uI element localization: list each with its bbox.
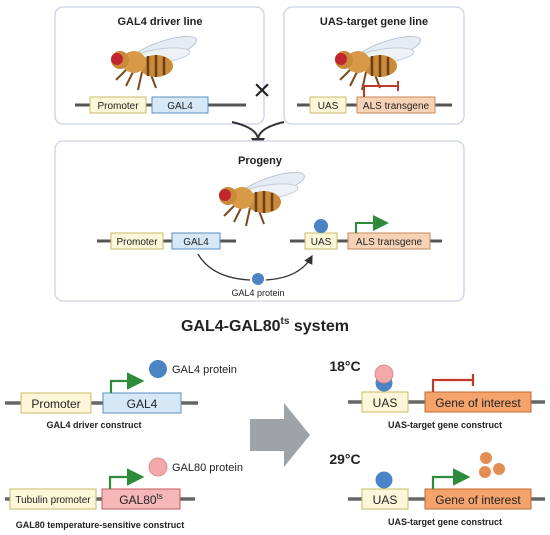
uas-label: UAS (318, 101, 339, 112)
gal80-protein-label: GAL80 protein (172, 462, 243, 474)
repression-icon (363, 81, 399, 97)
als-transgene-box (347, 232, 431, 250)
flow-arrow-icon (265, 254, 313, 281)
gal4-box (171, 232, 221, 250)
uas-target-construct-caption: UAS-target gene construct (388, 517, 502, 527)
gal4-driver-construct-caption: GAL4 driver construct (46, 420, 141, 430)
cross-icon: × (253, 74, 271, 107)
tubulin-promoter-label: Tubulin promoter (15, 495, 91, 506)
gal4-driver-line-title: GAL4 driver line (118, 16, 203, 28)
expressed-protein-icon (493, 463, 505, 475)
temp-18c-label: 18°C (329, 358, 360, 374)
gal4-protein-label: GAL4 protein (231, 288, 284, 298)
gal80-protein-icon (374, 364, 394, 384)
system-title: GAL4-GAL80ts system (181, 316, 349, 335)
promoter-label: Promoter (31, 397, 80, 411)
gene-of-interest-box (424, 391, 532, 413)
uas-target-construct-caption: UAS-target gene construct (388, 420, 502, 430)
gal4-protein-icon (375, 471, 393, 489)
promoter-label: Promoter (97, 101, 139, 112)
als-transgene-label: ALS transgene (363, 101, 430, 112)
expression-arrow-icon (431, 468, 471, 489)
promoter-box (110, 232, 164, 250)
promoter-label: Promoter (116, 237, 158, 248)
promoter-box (20, 392, 92, 414)
gal4-protein-label: GAL4 protein (172, 364, 237, 376)
uas-label: UAS (311, 237, 332, 248)
uas-label: UAS (373, 396, 398, 410)
uas-label: UAS (373, 493, 398, 507)
gal4-protein-icon (149, 360, 167, 378)
progeny-panel (54, 140, 465, 302)
expressed-protein-icon (479, 466, 491, 478)
expression-arrow-icon (355, 215, 389, 233)
flow-arrow-icon (197, 253, 251, 281)
tubulin-promoter-box (9, 488, 97, 510)
gal80ts-box (101, 488, 181, 510)
right-arrow-icon (250, 403, 310, 467)
gal4-protein-icon (314, 219, 328, 233)
gal4-box (151, 96, 209, 114)
gal80-protein-icon (148, 457, 168, 477)
temp-29c-label: 29°C (329, 451, 360, 467)
gal4-label: GAL4 (127, 397, 158, 411)
gal4-box (102, 392, 182, 414)
repression-icon (431, 374, 475, 392)
gene-of-interest-label: Gene of interest (435, 493, 521, 507)
uas-box (361, 488, 409, 510)
als-transgene-label: ALS transgene (356, 237, 423, 248)
gal4-label: GAL4 (167, 101, 193, 112)
promoter-box (89, 96, 147, 114)
uas-box (361, 391, 409, 413)
als-transgene-box (356, 96, 436, 114)
uas-target-line-title: UAS-target gene line (320, 16, 428, 28)
expression-arrow-icon (109, 372, 145, 393)
gal80ts-label: GAL80ts (119, 492, 163, 507)
uas-box (309, 96, 347, 114)
progeny-title: Progeny (238, 155, 283, 167)
gal4-label: GAL4 (183, 237, 209, 248)
gal4-protein-icon (252, 273, 264, 285)
expression-arrow-icon (108, 468, 145, 489)
merge-arrow-icon (231, 121, 285, 141)
gal80ts-construct-caption: GAL80 temperature-sensitive construct (16, 520, 185, 530)
expressed-protein-icon (480, 452, 492, 464)
gene-of-interest-label: Gene of interest (435, 396, 521, 410)
gene-of-interest-box (424, 488, 532, 510)
